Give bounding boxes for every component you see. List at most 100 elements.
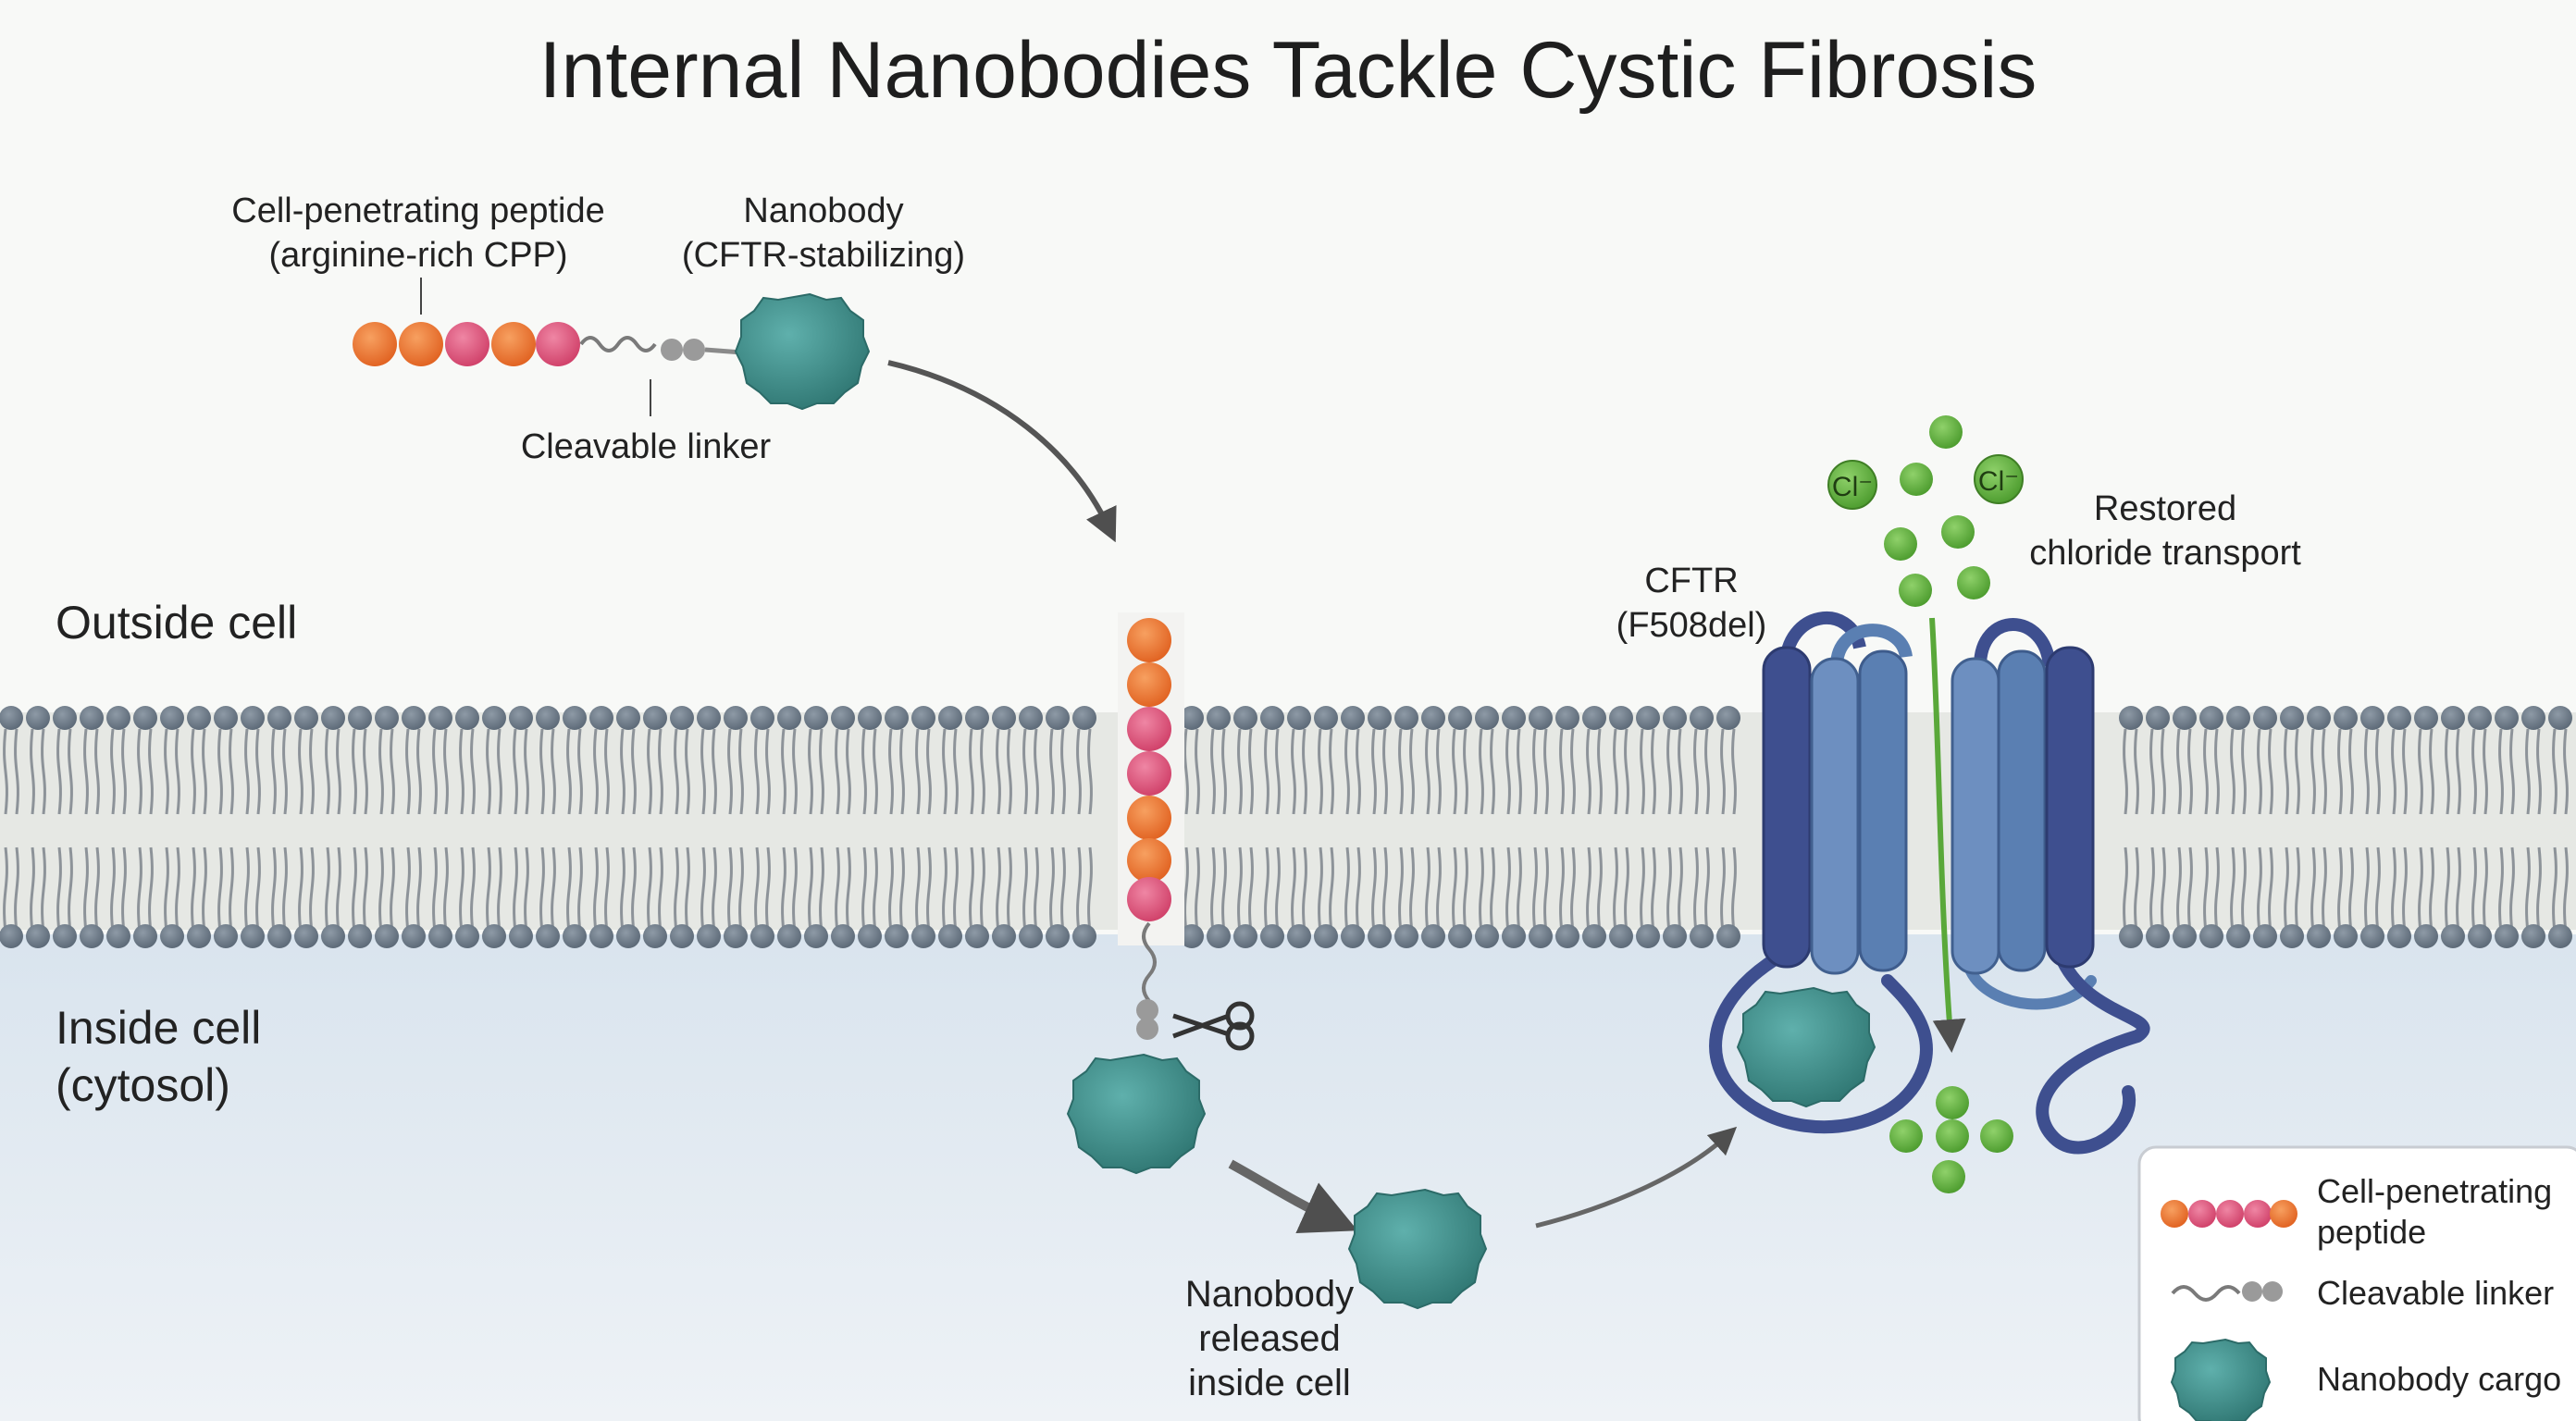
lipid-head: [804, 706, 828, 730]
lipid-head: [750, 706, 774, 730]
lipid-head: [2521, 924, 2545, 948]
lipid-head: [428, 706, 452, 730]
lipid-head: [2173, 924, 2197, 948]
lipid-tail: [1693, 846, 1699, 933]
lipid-tail: [551, 728, 556, 815]
lipid-tail: [2214, 728, 2220, 815]
lipid-tail: [712, 846, 717, 933]
cpp-bead: [1127, 707, 1171, 751]
lipid-tail: [1624, 728, 1629, 815]
lipid-tail: [712, 728, 717, 815]
lipid-head: [1663, 924, 1687, 948]
lipid-head: [160, 924, 184, 948]
lipid-tail: [2176, 728, 2182, 815]
lipid-tail: [1398, 728, 1404, 815]
lipid-tail: [229, 846, 234, 933]
lipid-head: [1207, 924, 1231, 948]
lipid-head: [1555, 706, 1579, 730]
lipid-head: [2146, 924, 2170, 948]
lipid-tail: [1517, 728, 1522, 815]
lipid-tail: [2230, 728, 2235, 815]
lipid-tail: [148, 728, 154, 815]
legend-label-linker: Cleavable linker: [2317, 1274, 2554, 1312]
lipid-tail: [470, 846, 476, 933]
lipid-tail: [390, 846, 395, 933]
lipid-tail: [405, 728, 411, 815]
nanobody-cargo: [734, 292, 871, 411]
lipid-tail: [658, 846, 663, 933]
lipid-tail: [700, 728, 706, 815]
chloride-ion: [1932, 1160, 1965, 1193]
lipid-tail: [2402, 846, 2408, 933]
lipid-head: [214, 706, 238, 730]
lipid-head: [0, 706, 23, 730]
lipid-tail: [1291, 846, 1296, 933]
lipid-head: [187, 706, 211, 730]
chloride-ion-label: Cl⁻: [1832, 472, 1873, 502]
lipid-tail: [271, 846, 277, 933]
bound-nanobody: [1736, 986, 1876, 1108]
lipid-tail: [2391, 728, 2396, 815]
lipid-head: [1502, 924, 1526, 948]
lipid-tail: [2348, 846, 2354, 933]
lipid-tail: [566, 846, 572, 933]
lipid-tail: [1409, 728, 1415, 815]
lipid-tail: [1678, 846, 1683, 933]
lipid-tail: [56, 728, 62, 815]
lipid-tail: [1076, 728, 1082, 815]
lipid-tail: [1183, 846, 1189, 933]
linker-bead: [683, 339, 705, 361]
binding-arrow: [1535, 1126, 1738, 1229]
lipid-tail: [164, 846, 169, 933]
lipid-tail: [899, 728, 905, 815]
lipid-tail: [1624, 846, 1629, 933]
lipid-tail: [1693, 728, 1699, 815]
lipid-tail: [835, 728, 840, 815]
lipid-tail: [2498, 728, 2504, 815]
lipid-head: [1180, 924, 1204, 948]
lipid-tail: [1425, 728, 1430, 815]
lipid-head: [643, 706, 667, 730]
lipid-tail: [1398, 846, 1404, 933]
linker-bead: [1136, 999, 1158, 1021]
lipid-head: [777, 924, 801, 948]
lipid-tail: [1640, 728, 1645, 815]
lipid-tail: [1382, 846, 1388, 933]
lipid-tail: [539, 846, 545, 933]
lipid-tail: [309, 728, 315, 815]
lipid-head: [992, 924, 1016, 948]
lipid-tail: [1543, 728, 1549, 815]
release-arrow: [1228, 1159, 1358, 1234]
lipid-tail: [1264, 846, 1269, 933]
lipid-head: [831, 924, 855, 948]
nanobody-label: Nanobody: [743, 192, 903, 230]
lipid-tail: [1221, 728, 1227, 815]
linker-label: Cleavable linker: [521, 427, 772, 466]
lipid-head: [2226, 924, 2250, 948]
chloride-ions-inside: [1889, 1086, 2013, 1193]
released-sublabel: released: [1198, 1318, 1340, 1359]
lipid-tail: [2176, 846, 2182, 933]
lipid-head: [455, 924, 479, 948]
lipid-tail: [1210, 728, 1216, 815]
lipid-tail: [2123, 846, 2128, 933]
lipid-tail: [1463, 728, 1468, 815]
lipid-tail: [1382, 728, 1388, 815]
lipid-tail: [1586, 846, 1591, 933]
lipid-head: [2280, 924, 2304, 948]
lipid-head: [2387, 706, 2411, 730]
lipid-head: [1663, 706, 1687, 730]
lipid-tail: [577, 846, 583, 933]
lipid-tail: [1543, 846, 1549, 933]
lipid-tail: [2364, 846, 2370, 933]
lipid-head: [1475, 706, 1499, 730]
lipid-tail: [298, 846, 303, 933]
outside-cell-label: Outside cell: [56, 597, 297, 649]
lipid-head: [858, 924, 882, 948]
released-sublabel-2: inside cell: [1188, 1363, 1351, 1403]
lipid-tail: [1731, 728, 1737, 815]
lipid-tail: [2284, 728, 2289, 815]
lipid-tail: [2391, 846, 2396, 933]
lipid-tail: [2418, 846, 2423, 933]
lipid-tail: [926, 846, 932, 933]
